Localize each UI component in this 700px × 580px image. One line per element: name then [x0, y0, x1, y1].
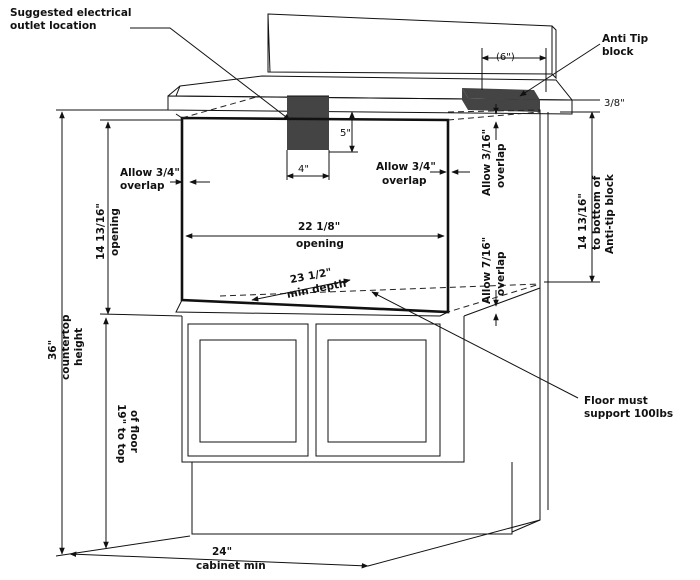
- floor-callout-line1: Floor must: [584, 395, 648, 407]
- right-door: [315, 323, 441, 457]
- antitip-depth-label: 3/8": [604, 98, 625, 109]
- antitip-callout-line1: Anti Tip: [602, 33, 649, 45]
- leader-lines: [130, 27, 601, 399]
- overlap-bottom-line2: overlap: [495, 251, 507, 296]
- cabinet-width-line1: 24": [212, 546, 232, 558]
- overlap-left-line2: overlap: [120, 180, 165, 192]
- outlet-callout-line2: outlet location: [10, 20, 97, 32]
- overlap-right-line2: overlap: [382, 175, 427, 187]
- opening-width-line2: opening: [296, 238, 344, 250]
- opening-height-line2: opening: [109, 208, 121, 256]
- overlap-bottom-line1: Allow 7/16": [481, 237, 493, 304]
- anti-tip-block: [462, 88, 540, 112]
- opening-height-line1: 14 13/16": [95, 203, 107, 260]
- overlap-left-line1: Allow 3/4": [120, 167, 180, 179]
- floor-height-line2: of floor: [128, 410, 140, 454]
- countertop-height-line3: height: [73, 328, 85, 366]
- overlap-top-line2: overlap: [495, 143, 507, 188]
- floor-height-line1: 19" to top: [115, 404, 127, 464]
- overlap-top-line1: Allow 3/16": [481, 129, 493, 196]
- countertop-height-line1: 36": [47, 340, 59, 360]
- antitip-height-line3: Anti-tip block: [604, 173, 616, 254]
- antitip-callout-line2: block: [602, 46, 635, 58]
- countertop: [167, 75, 574, 115]
- overlap-right-line1: Allow 3/4": [376, 161, 436, 173]
- countertop-height-line2: countertop: [60, 314, 72, 380]
- floor-callout-line2: support 100lbs: [584, 408, 673, 420]
- dimension-lines: [55, 48, 600, 569]
- outlet-callout-line1: Suggested electrical: [10, 7, 132, 19]
- outlet-width-label: 4": [298, 164, 309, 175]
- outlet-height-label: 5": [340, 128, 351, 139]
- outlet-location: [287, 95, 329, 150]
- left-door: [187, 323, 309, 457]
- antitip-width-label: (6"): [496, 52, 515, 63]
- cabinet-width-line2: cabinet min: [196, 560, 266, 572]
- opening-width-line1: 22 1/8": [298, 221, 340, 233]
- antitip-height-line1: 14 13/16": [577, 193, 589, 250]
- cabinet-body: [181, 110, 549, 535]
- antitip-height-line2: to bottom of: [591, 175, 603, 250]
- backsplash: [267, 13, 557, 80]
